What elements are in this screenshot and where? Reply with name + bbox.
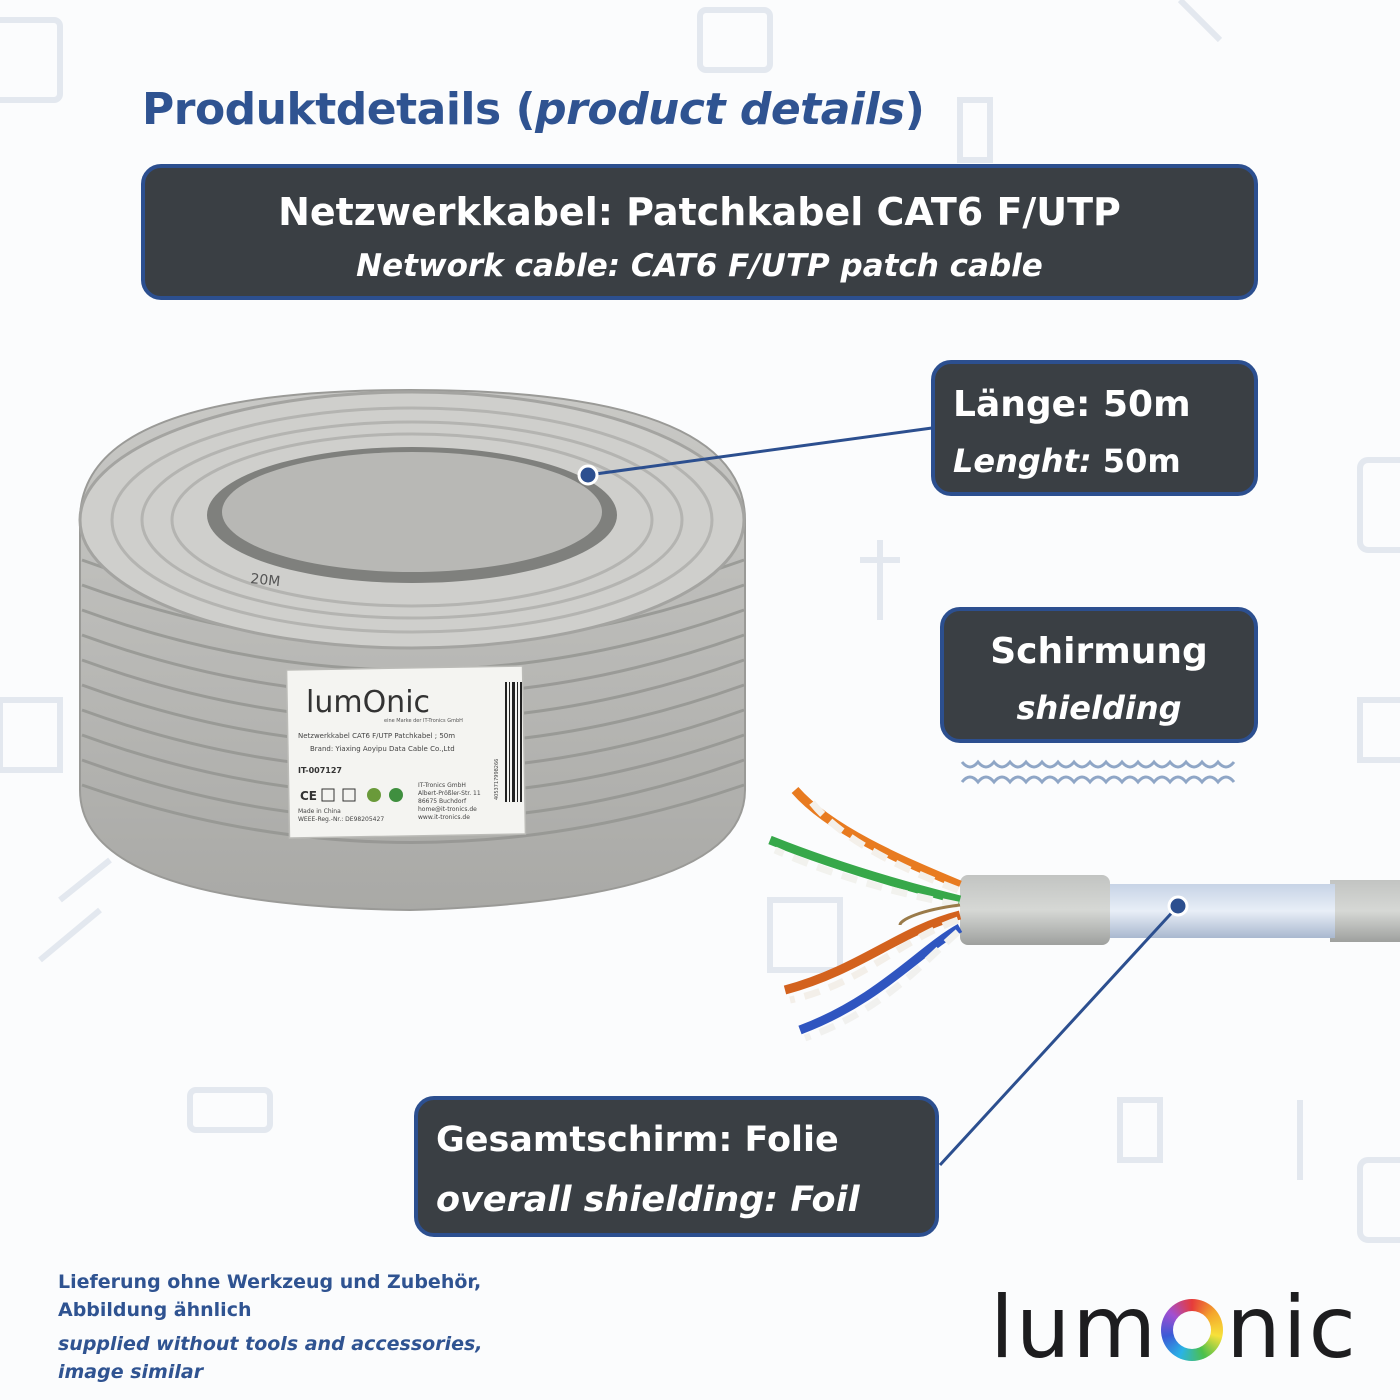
- disclaimer-de: Lieferung ohne Werkzeug und Zubehör, Abb…: [58, 1271, 482, 1321]
- overall-shielding-callout: Gesamtschirm: Folie overall shielding: F…: [414, 1096, 939, 1237]
- product-type-box: Netzwerkkabel: Patchkabel CAT6 F/UTP Net…: [141, 164, 1258, 300]
- label-product: Netzwerkkabel CAT6 F/UTP Patchkabel ; 50…: [298, 732, 455, 740]
- label-tagline: eine Marke der IT-Tronics GmbH: [384, 718, 463, 724]
- label-city: 86675 Buchdorf: [418, 798, 467, 805]
- cable-coil: 20M: [78, 388, 746, 912]
- label-weee: WEEE-Reg.-Nr.: DE98205427: [298, 816, 384, 823]
- product-type-de: Netzwerkkabel: Patchkabel CAT6 F/UTP: [278, 190, 1121, 234]
- callout-lines: [587, 426, 1180, 1167]
- braid-shield-graphic: [960, 759, 1236, 785]
- label-street: Albert-Prößler-Str. 11: [418, 790, 481, 797]
- length-en: Lenght: 50m: [953, 442, 1181, 480]
- label-company: IT-Tronics GmbH: [418, 782, 466, 789]
- brand-logo-pre: lum: [990, 1278, 1159, 1378]
- cable-print-text: 20M: [250, 571, 281, 590]
- disclaimer-en: supplied without tools and accessories, …: [58, 1333, 483, 1383]
- brand-logo-post: nic: [1226, 1278, 1358, 1378]
- label-web: www.it-tronics.de: [418, 814, 470, 821]
- svg-text:CE: CE: [300, 789, 317, 803]
- page-title: Produktdetails (product details): [142, 84, 925, 135]
- product-label: lumOnic eine Marke der IT-Tronics GmbH N…: [285, 665, 527, 839]
- length-de: Länge: 50m: [953, 384, 1191, 425]
- stripped-cable: [768, 787, 1400, 1042]
- brand-logo-o-ring: [1161, 1299, 1223, 1361]
- shielding-de: Schirmung: [990, 631, 1208, 672]
- label-mail: home@it-tronics.de: [418, 806, 477, 813]
- product-type-en: Network cable: CAT6 F/UTP patch cable: [356, 248, 1043, 284]
- label-maker: Brand: Yiaxing Aoyipu Data Cable Co.,Ltd: [310, 745, 455, 753]
- label-sku: IT-007127: [298, 766, 342, 775]
- callout-dot-length: [577, 464, 599, 486]
- overall-shielding-en: overall shielding: Foil: [436, 1180, 860, 1220]
- shielding-en: shielding: [1016, 689, 1182, 727]
- length-en-value: 50m: [1091, 442, 1181, 480]
- length-callout: Länge: 50m Lenght: 50m: [931, 360, 1258, 496]
- length-en-label: Lenght:: [953, 442, 1092, 480]
- shielding-callout: Schirmung shielding: [940, 607, 1258, 743]
- title-italic: product details: [535, 84, 905, 135]
- overall-shielding-de: Gesamtschirm: Folie: [436, 1120, 839, 1160]
- label-brand: lumOnic: [306, 685, 430, 720]
- label-barcode: [505, 682, 522, 802]
- label-made: Made in China: [298, 808, 341, 815]
- title-main: Produktdetails (: [142, 84, 536, 135]
- callout-dot-foil: [1167, 895, 1189, 917]
- title-close: ): [904, 84, 925, 135]
- label-ean: 4053717998266: [494, 759, 500, 800]
